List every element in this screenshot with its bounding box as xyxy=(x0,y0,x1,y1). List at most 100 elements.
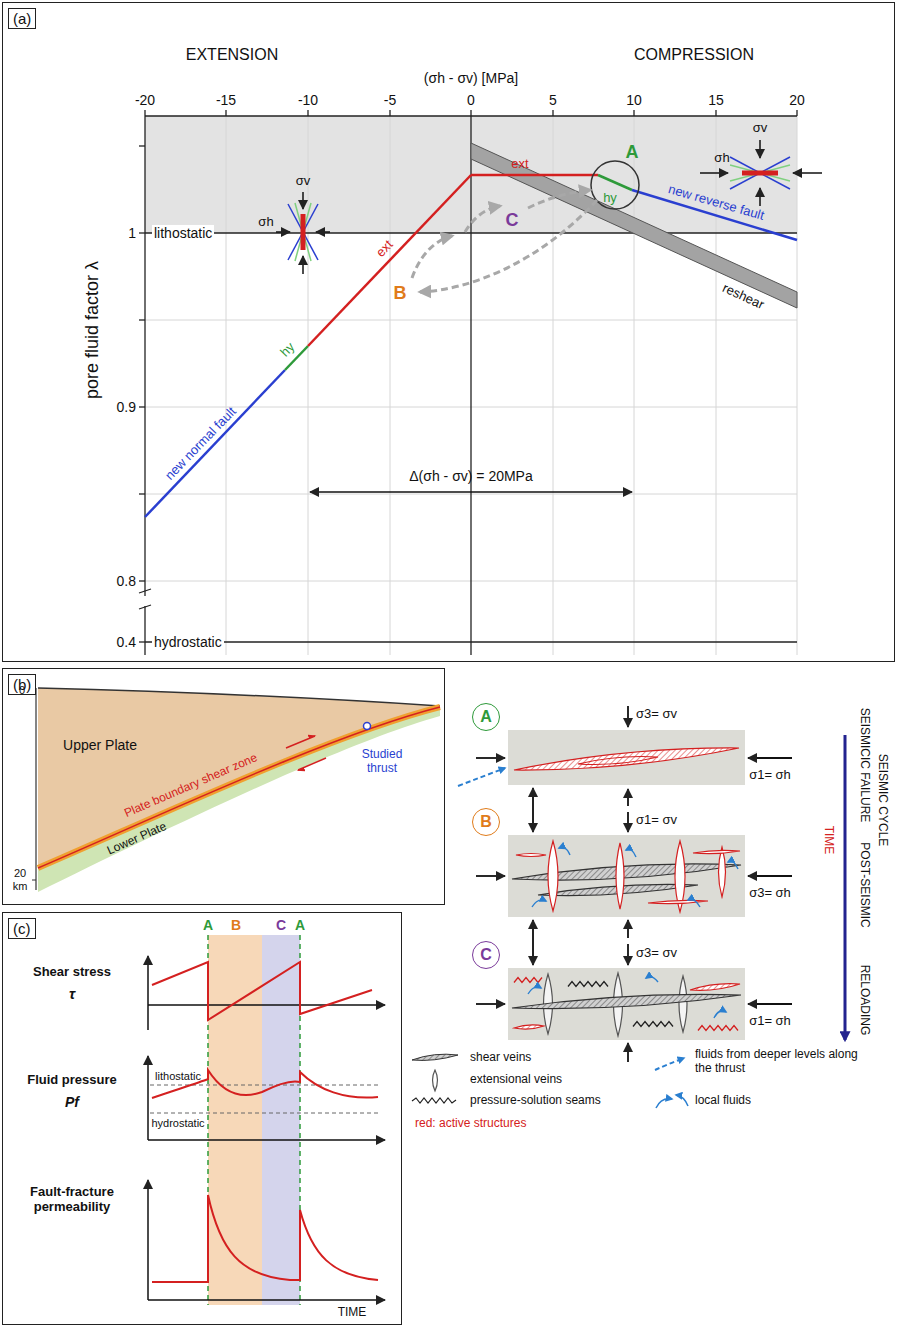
plot-area xyxy=(144,110,145,116)
text-label: 5 xyxy=(549,92,557,108)
plot-area xyxy=(145,116,797,655)
vein xyxy=(578,756,658,764)
stress-icon-normal xyxy=(276,192,330,274)
stress-arrows xyxy=(627,706,629,727)
plot-area xyxy=(139,589,151,593)
text-label: lithostatic xyxy=(155,1070,201,1083)
fault-lines xyxy=(285,346,308,370)
vein xyxy=(675,841,685,912)
stage-letter: C xyxy=(472,941,500,969)
plot-area xyxy=(308,116,309,655)
legend-samples xyxy=(412,1054,688,1108)
legend-samples xyxy=(656,1099,672,1108)
stress-arrows xyxy=(627,920,629,938)
plot-area xyxy=(470,110,471,116)
text-label: -5 xyxy=(384,92,396,108)
text-label: EXTENSION xyxy=(186,46,278,64)
plot-area xyxy=(389,110,390,116)
stress-icon-normal xyxy=(295,203,311,261)
text-label: ext xyxy=(511,157,528,172)
reshear-band xyxy=(471,143,797,308)
cycle-path xyxy=(412,190,597,292)
text-label: -10 xyxy=(298,92,318,108)
text-label: 0.8 xyxy=(117,573,136,589)
text-label: ext xyxy=(374,238,397,261)
vein-drawing xyxy=(508,835,745,917)
text-label: pore fluid factor λ xyxy=(82,261,103,399)
vein xyxy=(516,854,546,857)
mechanism-box: C xyxy=(508,968,745,1040)
vein xyxy=(690,984,740,991)
text-label: C xyxy=(276,917,286,933)
fluid-arrow xyxy=(646,977,658,982)
reshear-band xyxy=(471,143,797,308)
plot-area xyxy=(634,116,635,655)
vein xyxy=(512,994,741,1008)
legend-entry: shear veins xyxy=(470,1051,531,1065)
text-label: reshear xyxy=(720,281,766,313)
text-label: A xyxy=(203,917,213,933)
panel-tag: (b) xyxy=(8,674,36,695)
fluid-arrow xyxy=(532,900,546,907)
cross-section xyxy=(32,688,36,689)
panel-frame: (c) xyxy=(2,912,402,1325)
graph-curves xyxy=(152,962,372,1020)
mechanism-box: A xyxy=(508,730,745,785)
stress-icon-normal xyxy=(276,231,290,233)
text-label: TIME xyxy=(821,826,835,855)
plot-area xyxy=(144,606,145,655)
text-label: 0 xyxy=(467,92,475,108)
graph-curves xyxy=(152,1195,378,1282)
panel-frame: (a) xyxy=(2,2,895,662)
plot-area xyxy=(139,110,797,655)
text-label: σh xyxy=(258,215,273,230)
plot-area xyxy=(139,580,145,581)
plot-area xyxy=(797,116,798,655)
fault-lines xyxy=(632,190,797,240)
stress-arrows xyxy=(748,875,792,877)
text-label: σ1= σh xyxy=(749,768,791,783)
cross-section xyxy=(38,688,440,706)
stress-icon-reverse xyxy=(700,140,822,206)
text-label: Plate boundary shear zone xyxy=(122,751,259,821)
text-label: σ1= σv xyxy=(636,813,677,828)
fluid-arrow xyxy=(559,847,570,855)
text-label: red: active structures xyxy=(415,1117,526,1131)
text-label: σ3= σv xyxy=(636,707,677,722)
time-arrow xyxy=(845,735,846,1040)
plot-area xyxy=(139,641,145,642)
text-label: Fluid pressure xyxy=(27,1073,117,1088)
plot-area xyxy=(796,110,797,116)
stress-arrows xyxy=(627,944,629,965)
text-label: σh xyxy=(714,151,729,166)
vein xyxy=(544,974,553,1034)
pressure-solution-seam xyxy=(698,1026,738,1031)
stress-arrows xyxy=(476,757,505,759)
legend-entry: local fluids xyxy=(695,1094,751,1108)
mechanism-box: B xyxy=(508,835,745,917)
graph-curves xyxy=(152,962,378,1282)
plot-area xyxy=(716,116,717,655)
text-label: 10 xyxy=(626,92,642,108)
plot-area xyxy=(144,116,145,596)
vein xyxy=(548,841,558,911)
graph-axes xyxy=(147,956,149,1030)
plot-area xyxy=(139,145,145,146)
fault-lines xyxy=(598,175,632,190)
text-label: Pf xyxy=(65,1094,79,1110)
plot-area xyxy=(633,110,634,116)
pressure-solution-seam xyxy=(633,1022,673,1027)
graph-axes xyxy=(147,1180,149,1300)
stress-icon-normal xyxy=(316,231,330,233)
stage-letter: B xyxy=(472,808,500,836)
text-label: -20 xyxy=(135,92,155,108)
panel-tag: (c) xyxy=(8,918,36,939)
graph-axes xyxy=(148,1004,385,1006)
stress-icon-reverse xyxy=(730,165,790,181)
text-label: τ xyxy=(69,985,75,1002)
graph-axes xyxy=(148,1139,385,1141)
stress-icon-normal xyxy=(302,256,304,274)
cycle-path xyxy=(420,200,597,292)
fault-lines xyxy=(145,175,797,517)
